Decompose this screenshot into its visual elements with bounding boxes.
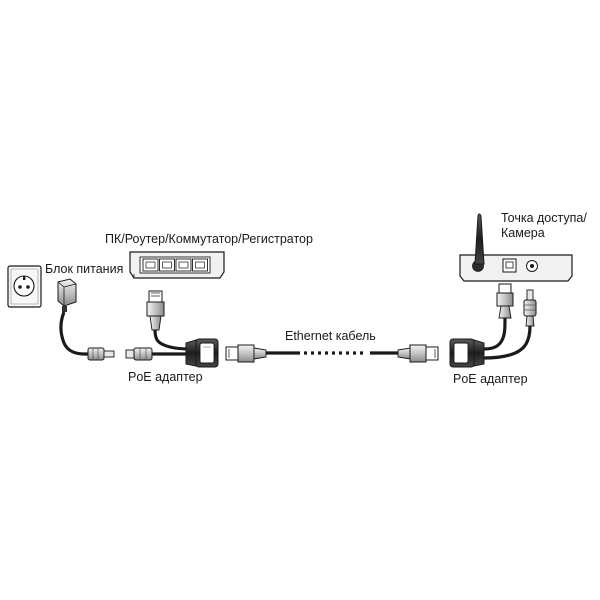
access-point-label-line2: Камера [501,226,545,240]
access-point-label-line1: Точка доступа/ [501,211,587,225]
switch-port-socket [162,261,172,269]
switch-port-4 [192,258,208,272]
network-switch-icon [129,251,225,279]
dc-jack-icon [125,347,153,361]
switch-port-socket [178,261,189,269]
rj45-plug-icon [225,344,267,363]
rj45-plug-icon [496,283,514,319]
poe-adapter-left-label: PoE адаптер [128,370,203,384]
poe-splitter-icon [449,338,485,368]
switch-port-socket [195,261,205,269]
power-plug-icon [57,278,77,312]
switch-port-3 [175,258,192,272]
dc-plug-icon [523,289,537,327]
switch-port-1 [142,258,159,272]
power-cable [59,311,90,356]
wall-outlet-icon [7,265,42,308]
switch-port-2 [159,258,175,272]
ethernet-cable-label: Ethernet кабель [285,329,376,343]
poe-injector-icon [185,338,219,368]
switch-port-socket [145,261,156,269]
rj45-plug-icon [146,290,165,331]
access-point-icon [459,254,573,282]
switch-ports [142,258,208,272]
power-supply-label: Блок питания [45,262,124,276]
poe-adapter-right-label: PoE адаптер [453,372,528,386]
rj45-plug-icon [397,344,439,363]
switch-label: ПК/Роутер/Коммутатор/Регистратор [105,232,313,246]
dc-plug-icon [87,347,115,361]
antenna-icon [474,213,485,265]
